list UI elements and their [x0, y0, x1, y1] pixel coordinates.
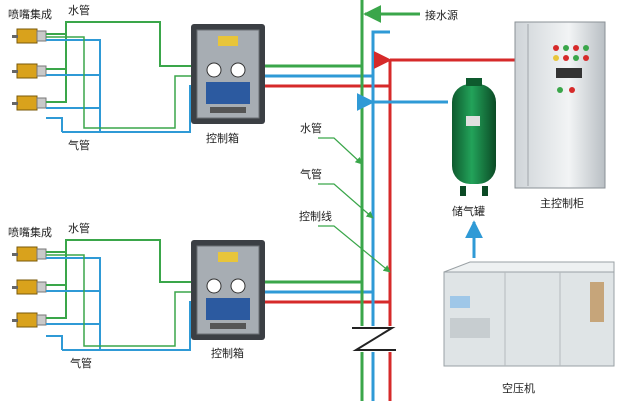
label-water-pipe-bottom: 水管	[68, 221, 90, 235]
label-compressor: 空压机	[502, 381, 535, 395]
air-tank	[452, 78, 496, 196]
label-control-line-bus: 控制线	[299, 209, 332, 223]
control-lines-bottom	[46, 254, 198, 347]
nozzle-unit	[12, 63, 47, 79]
control-box-bottom	[191, 240, 265, 340]
nozzle-unit	[12, 28, 47, 44]
water-lines-bottom	[46, 239, 198, 319]
label-main-cabinet: 主控制柜	[540, 196, 584, 210]
nozzle-group-top	[12, 28, 47, 111]
control-lines-top	[46, 36, 198, 129]
label-water-pipe-top: 水管	[68, 3, 90, 17]
main-bus	[350, 0, 515, 401]
label-water-pipe-bus: 水管	[300, 121, 322, 135]
nozzle-unit	[12, 279, 47, 295]
label-nozzle-group-bottom: 喷嘴集成	[8, 225, 52, 239]
label-air-pipe-bottom: 气管	[70, 356, 92, 370]
main-cabinet	[514, 21, 606, 189]
leader-lines	[318, 137, 391, 273]
nozzle-group-bottom	[12, 246, 47, 328]
nozzle-unit	[12, 95, 47, 111]
label-control-box-bottom: 控制箱	[211, 346, 244, 360]
label-nozzle-group-top: 喷嘴集成	[8, 7, 52, 21]
nozzle-unit	[12, 312, 47, 328]
water-lines-top	[46, 21, 198, 103]
air-compressor	[443, 261, 615, 367]
control-box-top	[191, 24, 265, 124]
label-control-box-top: 控制箱	[206, 131, 239, 145]
nozzle-unit	[12, 246, 47, 262]
label-air-tank: 储气罐	[452, 204, 485, 218]
label-air-pipe-top: 气管	[68, 138, 90, 152]
label-air-pipe-bus: 气管	[300, 167, 322, 181]
label-water-source: 接水源	[425, 8, 458, 22]
